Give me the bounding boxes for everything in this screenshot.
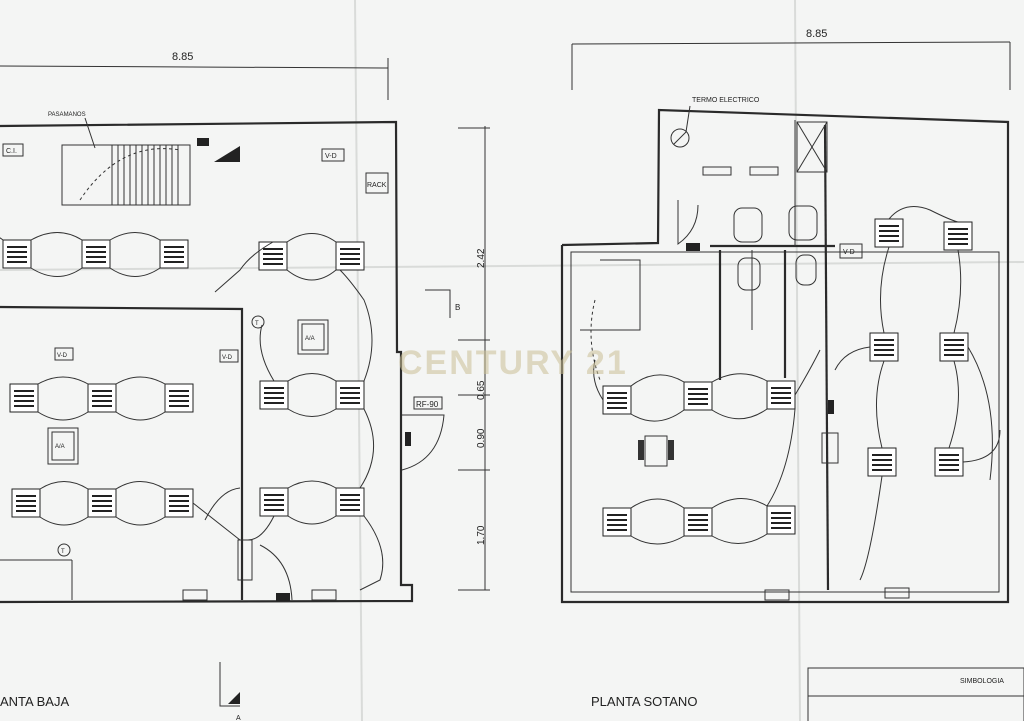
dimension-242-label: 2.42: [476, 248, 487, 268]
section-a-label: A: [236, 715, 241, 721]
planta-sotano: 8.85 TERMO ELECTRICO V-D: [560, 28, 1024, 721]
thermostat-label: T: [61, 549, 65, 555]
switch-icon: [197, 138, 209, 146]
vd-panel: [839, 243, 863, 259]
aa-label: A/A: [55, 444, 65, 450]
dining-table: [644, 435, 668, 467]
vd-label: V-D: [57, 353, 68, 359]
switch-icon: [405, 432, 411, 446]
wiring-circuits: [0, 232, 384, 591]
planta-sotano-title: PLANTA SOTANO: [591, 694, 697, 709]
air-conditioner-unit: [47, 427, 79, 465]
dimension-090-label: 0.90: [476, 428, 487, 448]
pasamanos-label: PASAMANOS: [48, 112, 86, 118]
rack-box: [365, 172, 389, 194]
vd-label: V-D: [222, 355, 233, 361]
vd-label: V-D: [843, 249, 855, 256]
wiring-circuits: [593, 206, 1001, 581]
thermostat-icon: [57, 543, 71, 557]
dimension-065-label: 0.65: [476, 380, 487, 400]
thermostat-icon: [251, 315, 265, 329]
ci-label: C.I.: [6, 148, 17, 155]
sink-icon: [788, 205, 818, 241]
dimension-170-label: 1.70: [476, 525, 487, 545]
paper-fold-line: [354, 0, 363, 721]
vd-panel: [321, 148, 345, 162]
shower: [796, 121, 828, 173]
aa-label: A/A: [305, 336, 315, 342]
thermostat-label: T: [255, 321, 259, 327]
simbologia-title: SIMBOLOGIA: [960, 678, 1004, 685]
planta-baja: 8.85 PASAMANOS C.I. V-D RACK V-D: [0, 51, 490, 721]
staircase: [61, 144, 191, 206]
section-b-label: B: [455, 303, 460, 312]
light-fixtures: [602, 218, 973, 537]
dimension-width-label: 8.85: [172, 51, 193, 63]
watermark-text: CENTURY 21: [398, 344, 628, 382]
paper-fold-line: [794, 0, 801, 721]
electric-panel-icon: [214, 146, 240, 162]
stair-treads: [111, 145, 179, 205]
water-heater-icon: [670, 128, 690, 148]
paper-fold-line: [0, 261, 1024, 271]
fire-door-label: RF-90: [416, 400, 439, 409]
simbologia-legend-box: [807, 667, 1024, 721]
exterior-wall: [560, 108, 1010, 604]
dimension-width-label: 8.85: [806, 28, 827, 40]
planta-baja-title: ANTA BAJA: [0, 694, 69, 709]
vd-label: V-D: [325, 153, 337, 160]
sink-icon: [733, 207, 763, 243]
light-fixtures: [2, 239, 365, 518]
exterior-wall: [0, 120, 414, 604]
toilet-icon: [737, 257, 761, 291]
air-conditioner-unit: [297, 319, 329, 355]
water-heater-label: TERMO ELECTRICO: [692, 97, 760, 104]
toilet-icon: [795, 254, 817, 286]
ci-panel: [2, 143, 24, 157]
rack-label: RACK: [367, 182, 387, 189]
